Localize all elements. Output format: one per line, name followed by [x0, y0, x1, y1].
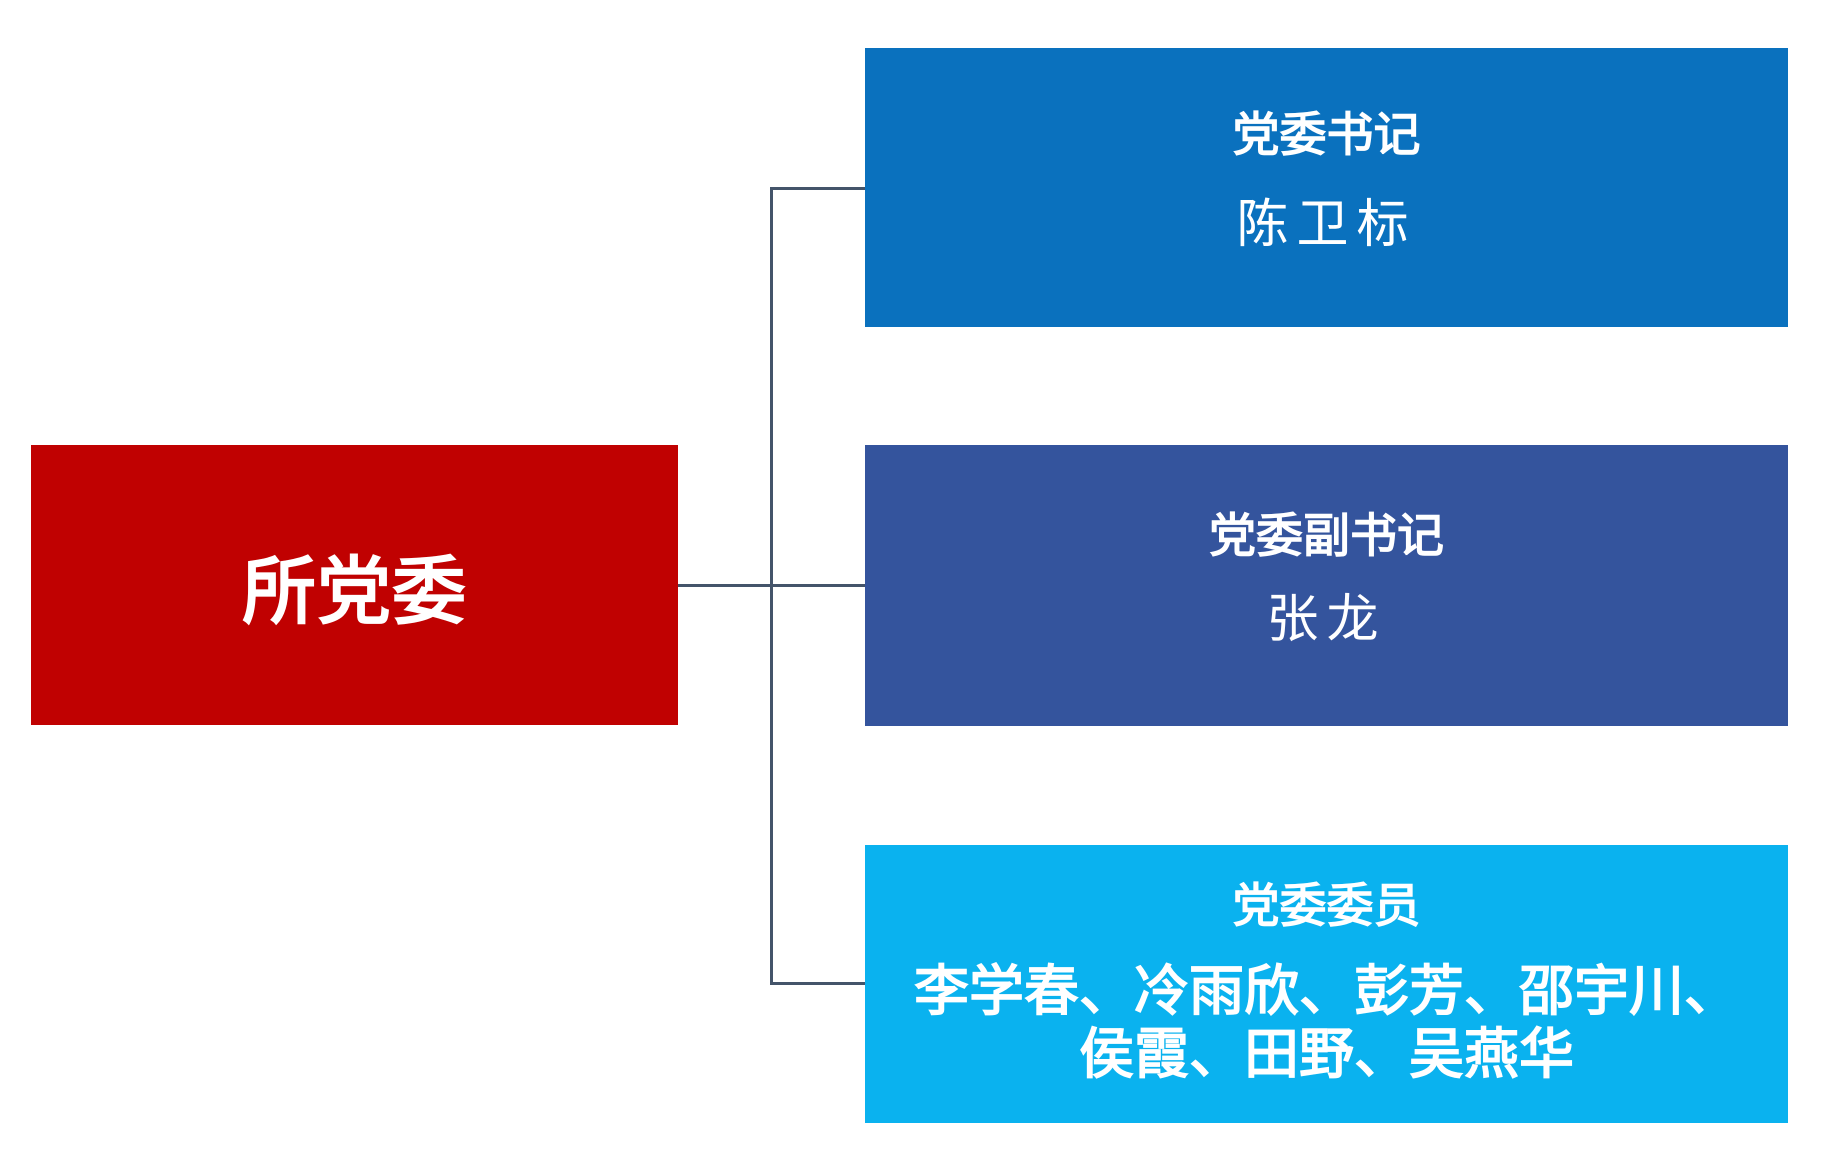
node-party-secretary: 党委书记 陈卫标	[865, 48, 1788, 327]
node-deputy-party-secretary: 党委副书记 张龙	[865, 445, 1788, 726]
person-name-party-secretary: 陈卫标	[1236, 196, 1417, 254]
root-node-label: 所党委	[242, 549, 467, 633]
person-name-deputy-party-secretary: 张龙	[1266, 591, 1387, 649]
connector-branch-members	[770, 982, 865, 985]
connector-branch-deputy-secretary	[678, 584, 865, 587]
node-committee-members: 党委委员 李学春、冷雨欣、彭芳、邵宇川、 侯霞、田野、吴燕华	[865, 845, 1788, 1123]
node-institute-party-committee: 所党委	[31, 445, 678, 725]
role-title-deputy-party-secretary: 党委副书记	[1209, 509, 1444, 562]
role-title-committee-members: 党委委员	[1232, 879, 1421, 932]
connector-branch-secretary	[770, 187, 865, 190]
role-title-party-secretary: 党委书记	[1232, 108, 1421, 161]
committee-members-list-line-1: 李学春、冷雨欣、彭芳、邵宇川、	[913, 960, 1739, 1022]
committee-members-list-line-2: 侯霞、田野、吴燕华	[1078, 1023, 1574, 1085]
